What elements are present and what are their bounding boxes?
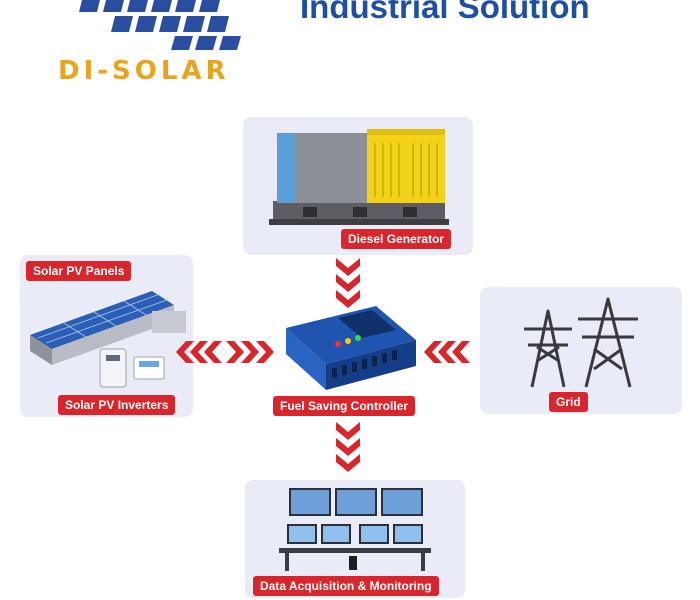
solar-pv-inverters-label: Solar PV Inverters — [58, 395, 176, 415]
chevron-arrow-icon — [226, 341, 274, 363]
data-acquisition-label: Data Acquisition & Monitoring — [253, 576, 439, 596]
logo-text: DI-SOLAR — [58, 56, 230, 86]
power-tower-icon — [518, 291, 648, 391]
page-title: Industrial Solution — [300, 0, 590, 25]
chevron-arrow-icon — [424, 341, 470, 363]
controller-box-icon — [280, 300, 420, 392]
solar-panel-group: Solar PV Panels Solar PV Inverters — [20, 255, 193, 417]
grid-label: Grid — [549, 392, 588, 412]
fuel-saving-controller-label: Fuel Saving Controller — [273, 396, 416, 416]
monitoring-station-icon — [275, 486, 435, 574]
solar-pv-panels-label: Solar PV Panels — [26, 261, 132, 281]
diesel-generator-panel: Diesel Generator — [243, 117, 473, 255]
grid-panel: Grid — [480, 287, 682, 414]
chevron-arrow-icon — [176, 341, 222, 363]
chevron-arrow-icon — [336, 258, 360, 308]
diesel-generator-icon — [263, 123, 453, 233]
diesel-generator-label: Diesel Generator — [341, 229, 452, 249]
solar-inverter-icon — [98, 347, 168, 391]
logo-solar-grid-icon — [75, 0, 245, 52]
data-acquisition-panel: Data Acquisition & Monitoring — [245, 480, 465, 598]
chevron-arrow-icon — [336, 422, 360, 472]
solar-panel-roof-icon — [24, 277, 192, 367]
